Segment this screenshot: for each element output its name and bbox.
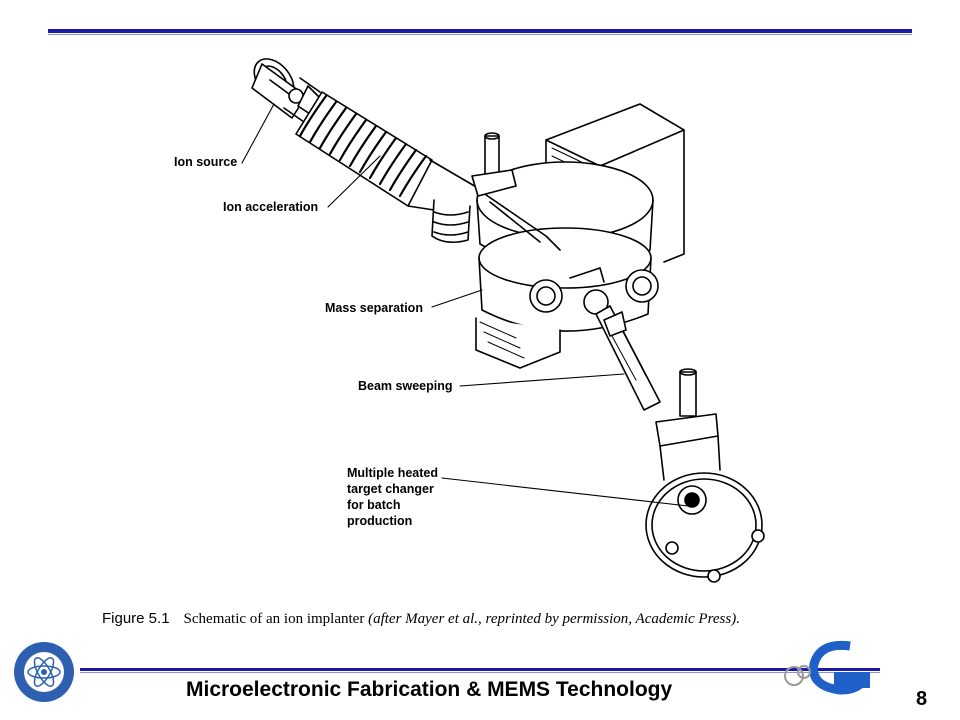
caption-text: Schematic of an ion implanter <box>183 611 369 627</box>
university-seal-logo <box>14 642 74 702</box>
brand-logo <box>784 640 870 695</box>
top-rule-thin <box>48 34 912 35</box>
leader-target-changer <box>441 477 689 507</box>
label-target-changer-line: target changer <box>347 482 434 496</box>
top-rule <box>48 29 912 33</box>
mass-separation-magnet <box>471 103 685 369</box>
beam-sweeping-tube <box>595 305 661 411</box>
label-target-changer-line: production <box>347 514 413 528</box>
label-ion-source: Ion source <box>174 155 238 169</box>
label-beam-sweeping: Beam sweeping <box>358 379 453 393</box>
page-number: 8 <box>916 688 928 710</box>
caption-citation: (after Mayer et al., reprinted by permis… <box>368 611 740 627</box>
footer-title: Microelectronic Fabrication & MEMS Techn… <box>186 678 673 701</box>
leader-ion-source <box>241 103 275 164</box>
bottom-rule <box>80 668 880 671</box>
label-mass-separation: Mass separation <box>325 301 423 315</box>
label-target-changer-line: for batch <box>347 498 401 512</box>
figure-number: Figure 5.1 <box>102 610 170 627</box>
ion-source <box>251 58 327 123</box>
target-chamber <box>645 368 765 583</box>
label-target-changer: Multiple heated target changer for batch… <box>347 465 438 529</box>
leader-mass-separation <box>431 289 483 308</box>
bottom-rule-thin <box>80 672 880 673</box>
leader-ion-acceleration <box>327 155 381 208</box>
ion-accelerator <box>295 91 479 244</box>
label-ion-acceleration: Ion acceleration <box>223 200 319 214</box>
label-target-changer-line: Multiple heated <box>347 466 438 480</box>
leader-beam-sweeping <box>459 373 625 387</box>
